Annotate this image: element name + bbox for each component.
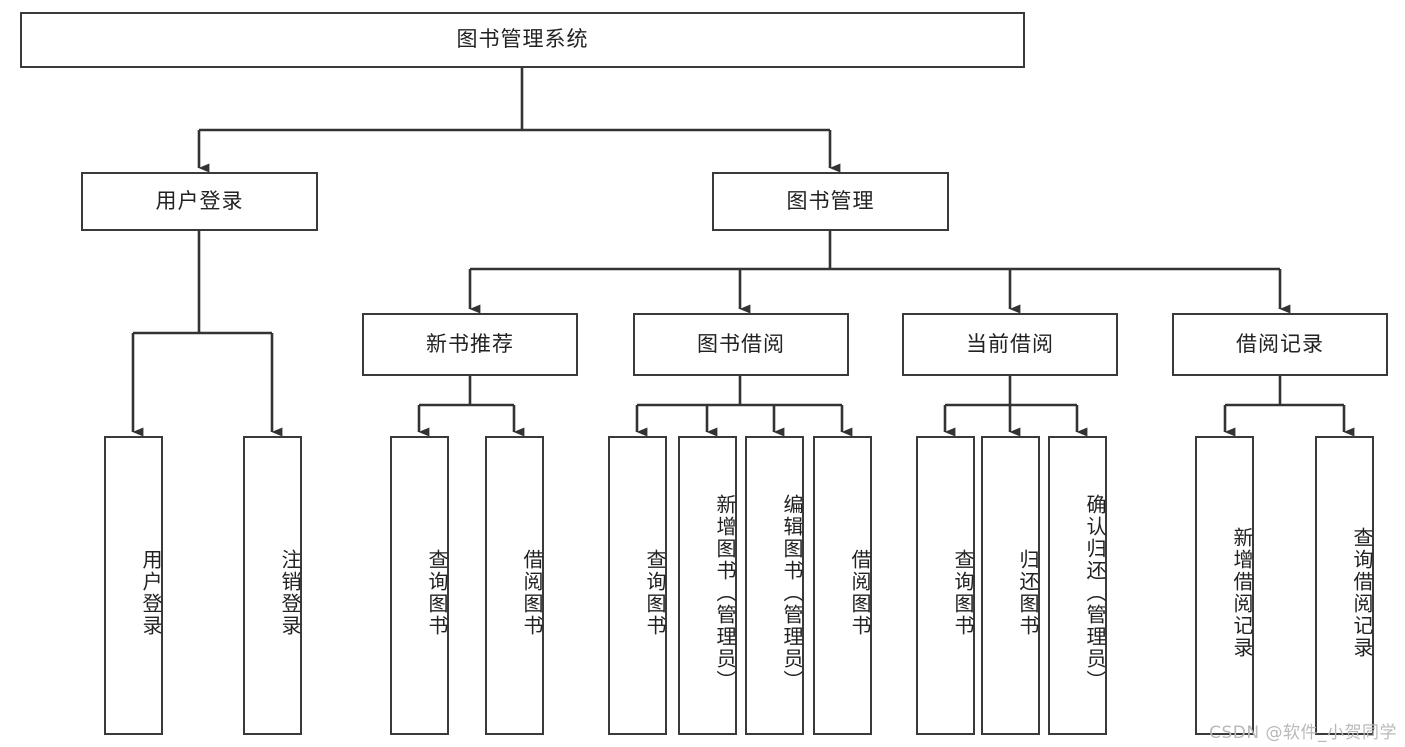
leaf-confirm-return[interactable]: 确认归还（管理员） xyxy=(1048,436,1107,735)
leaf-return-book[interactable]: 归还图书 xyxy=(981,436,1040,735)
node-new-book-recommend[interactable]: 新书推荐 xyxy=(362,313,578,376)
leaf-user-login-label: 用户登录 xyxy=(139,548,163,637)
leaf-add-record-label: 新增借阅记录 xyxy=(1230,526,1254,659)
leaf-borrow-book-1-label: 借阅图书 xyxy=(520,548,544,637)
node-current-borrow[interactable]: 当前借阅 xyxy=(902,313,1118,376)
node-borrow-record-label: 借阅记录 xyxy=(1236,331,1324,356)
leaf-add-book-label: 新增图书（管理员） xyxy=(713,493,737,692)
leaf-query-record[interactable]: 查询借阅记录 xyxy=(1315,436,1374,735)
leaf-edit-book-label: 编辑图书（管理员） xyxy=(780,493,804,692)
node-book-borrow-label: 图书借阅 xyxy=(697,331,785,356)
leaf-query-record-label: 查询借阅记录 xyxy=(1350,526,1374,659)
node-book-manage-label: 图书管理 xyxy=(786,188,875,213)
leaf-query-book-3-label: 查询图书 xyxy=(951,548,975,637)
leaf-query-book-1[interactable]: 查询图书 xyxy=(390,436,449,735)
node-root[interactable]: 图书管理系统 xyxy=(20,12,1025,68)
node-current-borrow-label: 当前借阅 xyxy=(966,331,1054,356)
leaf-logout-login[interactable]: 注销登录 xyxy=(243,436,302,735)
node-root-label: 图书管理系统 xyxy=(456,27,589,52)
leaf-confirm-return-label: 确认归还（管理员） xyxy=(1083,493,1107,692)
leaf-query-book-3[interactable]: 查询图书 xyxy=(916,436,975,735)
csdn-watermark: CSDN @软件_小贺同学 xyxy=(1209,723,1397,743)
leaf-borrow-book-1[interactable]: 借阅图书 xyxy=(485,436,544,735)
leaf-logout-login-label: 注销登录 xyxy=(278,548,302,637)
leaf-borrow-book-2-label: 借阅图书 xyxy=(848,548,872,637)
leaf-query-book-2[interactable]: 查询图书 xyxy=(608,436,667,735)
leaf-add-record[interactable]: 新增借阅记录 xyxy=(1195,436,1254,735)
leaf-query-book-2-label: 查询图书 xyxy=(643,548,667,637)
leaf-add-book[interactable]: 新增图书（管理员） xyxy=(678,436,737,735)
leaf-query-book-1-label: 查询图书 xyxy=(425,548,449,637)
leaf-borrow-book-2[interactable]: 借阅图书 xyxy=(813,436,872,735)
leaf-return-book-label: 归还图书 xyxy=(1016,548,1040,637)
node-book-manage[interactable]: 图书管理 xyxy=(712,172,949,231)
node-book-borrow[interactable]: 图书借阅 xyxy=(633,313,849,376)
leaf-user-login[interactable]: 用户登录 xyxy=(104,436,163,735)
node-user-login[interactable]: 用户登录 xyxy=(81,172,318,231)
node-user-login-label: 用户登录 xyxy=(155,188,244,213)
leaf-edit-book[interactable]: 编辑图书（管理员） xyxy=(745,436,804,735)
node-new-book-recommend-label: 新书推荐 xyxy=(426,331,514,356)
node-borrow-record[interactable]: 借阅记录 xyxy=(1172,313,1388,376)
